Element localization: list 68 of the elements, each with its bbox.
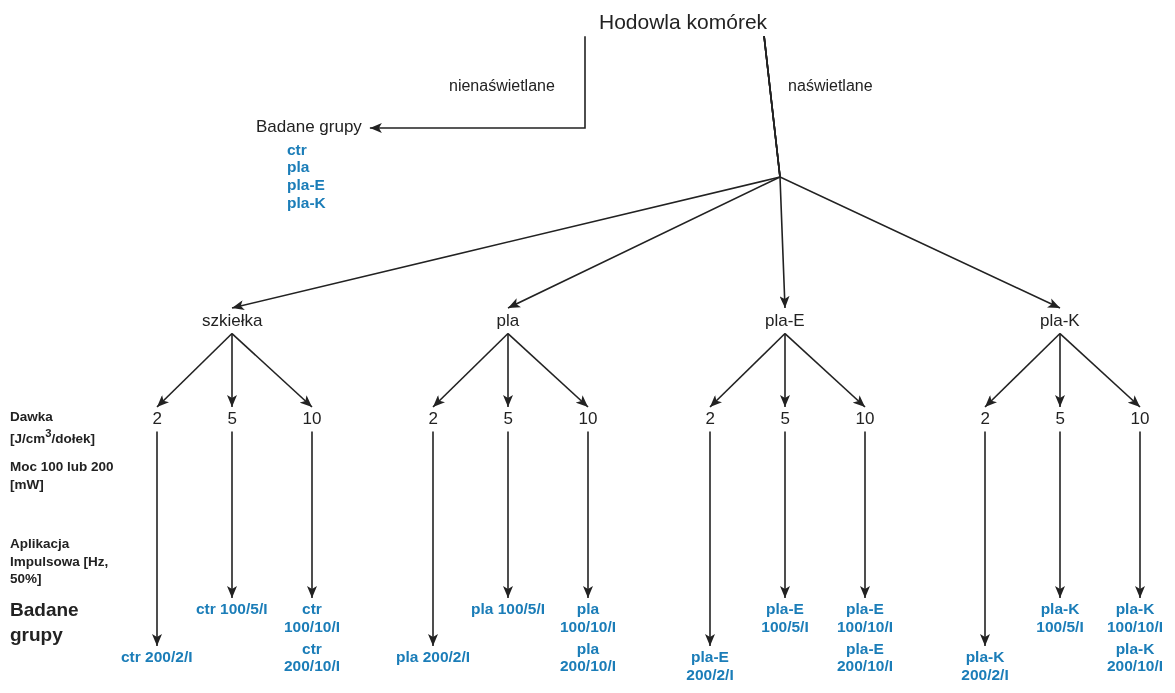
group-code: pla 100/10/I xyxy=(559,600,617,636)
row-label: Aplikacja Impulsowa [Hz, 50%] xyxy=(10,535,110,588)
arrow xyxy=(780,332,790,408)
arrow xyxy=(1055,332,1065,408)
substrate-label: szkiełka xyxy=(202,311,263,331)
arrow xyxy=(1055,430,1065,599)
arrow xyxy=(227,332,237,408)
arrow xyxy=(780,430,790,599)
arrow xyxy=(152,430,162,647)
arrow xyxy=(507,332,589,408)
arrow xyxy=(984,332,1061,408)
dose-value: 2 xyxy=(152,409,162,429)
arrow xyxy=(156,332,233,408)
substrate-label: pla-K xyxy=(1040,311,1080,331)
dose-value: 10 xyxy=(855,409,875,429)
group-code: pla-E 100/5/I xyxy=(760,600,810,636)
group-code: pla-K 200/10/I xyxy=(1106,639,1164,676)
group-code: pla-E 200/10/I xyxy=(836,639,894,676)
dose-value: 5 xyxy=(503,409,513,429)
arrow xyxy=(1135,430,1145,599)
arrow xyxy=(709,332,786,408)
arrow xyxy=(763,35,1061,309)
arrow xyxy=(369,35,586,133)
arrow xyxy=(231,332,313,408)
substrate-label: pla xyxy=(496,311,520,331)
dose-value: 10 xyxy=(578,409,598,429)
substrate-label: pla-E xyxy=(765,311,805,331)
dose-value: 10 xyxy=(302,409,322,429)
dose-value: 5 xyxy=(227,409,237,429)
arrow xyxy=(428,430,438,647)
group-heading: Badane grupy xyxy=(256,117,362,137)
group-code: pla-K 200/2/I xyxy=(960,648,1010,684)
arrow xyxy=(1059,332,1141,408)
arrow xyxy=(784,332,866,408)
arrow xyxy=(432,332,509,408)
group-name: pla-E xyxy=(286,176,326,194)
dose-value: 2 xyxy=(980,409,990,429)
group-code: pla-E 100/10/I xyxy=(836,600,894,636)
group-code: pla-E 200/2/I xyxy=(685,648,735,684)
group-code: pla-K 100/5/I xyxy=(1035,600,1085,636)
arrow xyxy=(980,430,990,647)
arrow xyxy=(307,430,317,599)
arrow xyxy=(705,430,715,647)
dose-value: 5 xyxy=(1055,409,1065,429)
dose-value: 2 xyxy=(705,409,715,429)
group-code: ctr 100/5/I xyxy=(196,600,268,618)
group-code: ctr 100/10/I xyxy=(283,600,341,636)
arrow xyxy=(503,332,513,408)
group-name: ctr xyxy=(286,140,308,159)
group-code: ctr 200/2/I xyxy=(121,648,193,666)
group-code: pla 200/2/I xyxy=(396,648,471,666)
dose-value: 5 xyxy=(780,409,790,429)
row-label: Moc 100 lub 200 [mW] xyxy=(10,458,115,494)
group-name: pla-K xyxy=(286,194,327,212)
root-label: Hodowla komórek xyxy=(599,10,768,35)
arrow xyxy=(583,430,593,599)
arrow xyxy=(860,430,870,599)
group-code: pla 200/10/I xyxy=(559,639,617,676)
group-code: pla 100/5/I xyxy=(471,600,546,618)
group-code: ctr 200/10/I xyxy=(283,639,341,676)
row-label: Dawka [J/cm$^{3}$/dołek] xyxy=(10,408,97,447)
group-name: pla xyxy=(286,158,311,177)
arrow xyxy=(503,430,513,599)
arrow xyxy=(227,430,237,599)
dose-value: 2 xyxy=(428,409,438,429)
row-label: Badane grupy xyxy=(10,598,80,647)
dose-value: 10 xyxy=(1130,409,1150,429)
group-code: pla-K 100/10/I xyxy=(1106,600,1164,636)
